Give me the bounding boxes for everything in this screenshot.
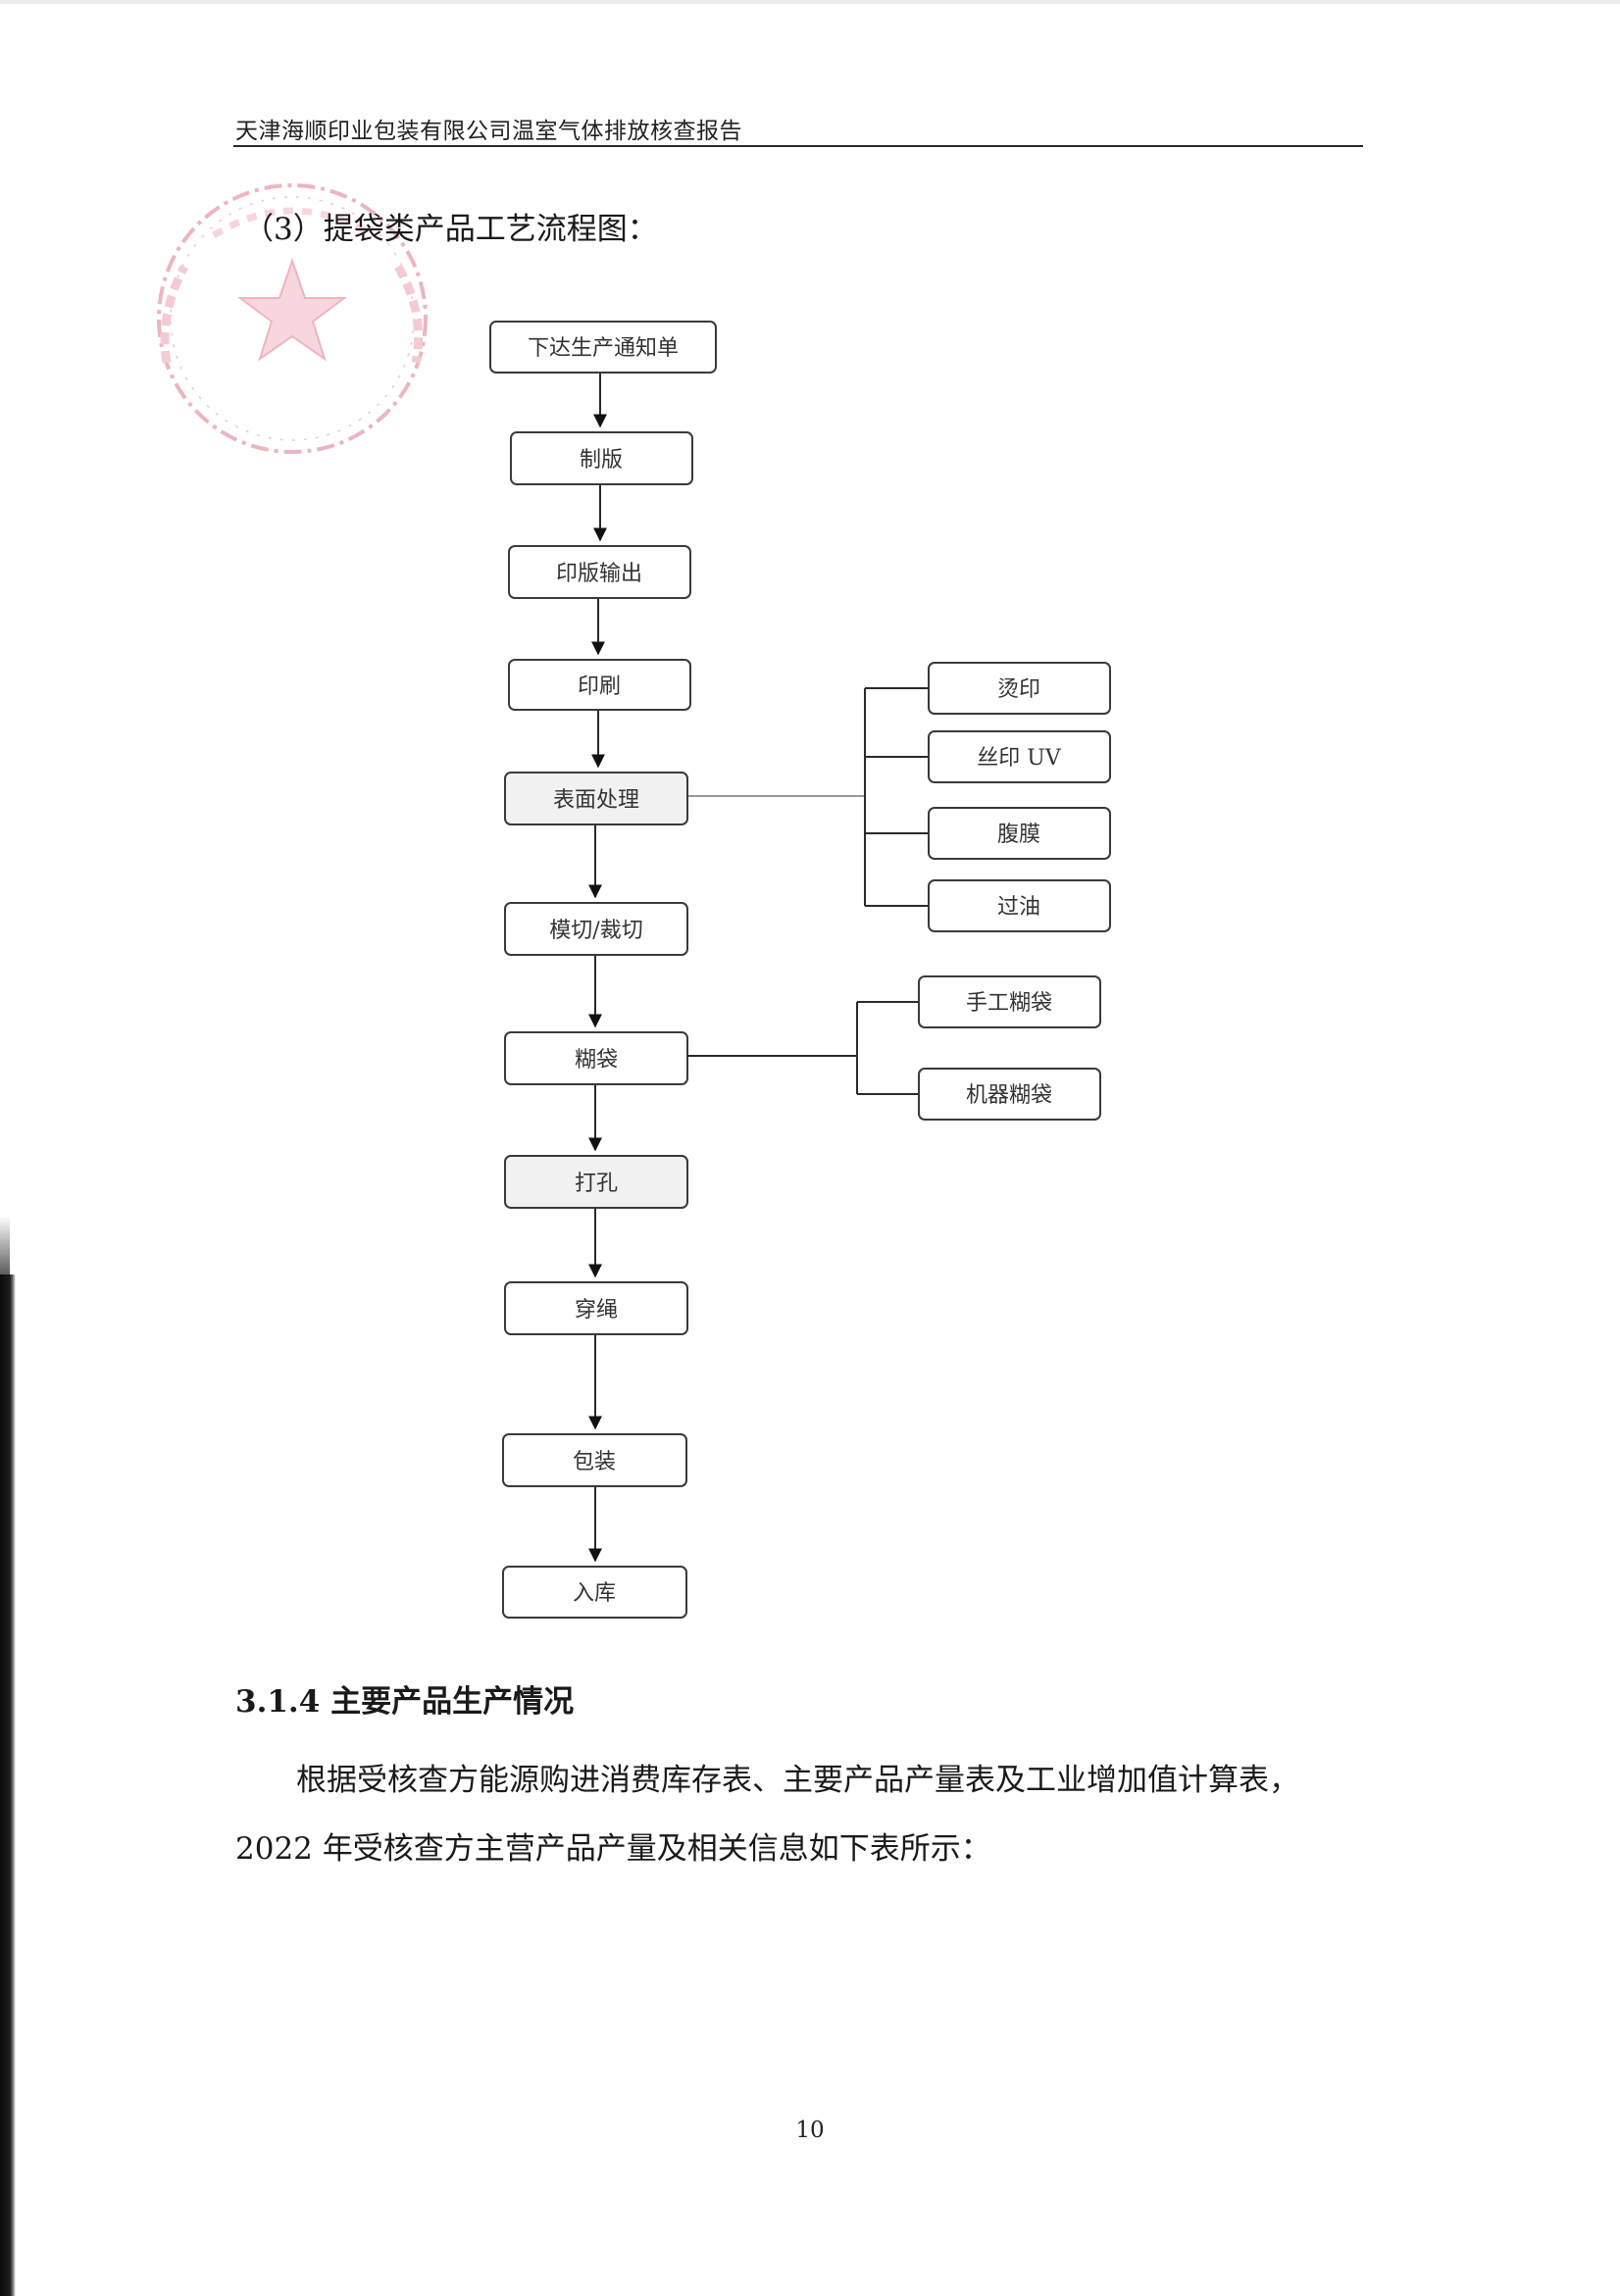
step-warehousing: 入库	[502, 1566, 687, 1619]
step-bag-gluing: 糊袋	[504, 1031, 688, 1085]
option-machine-gluing: 机器糊袋	[918, 1068, 1101, 1121]
step-label: 入库	[573, 1581, 616, 1606]
step-label: 打孔	[575, 1172, 618, 1196]
step-label: 穿绳	[575, 1298, 618, 1323]
option-manual-gluing: 手工糊袋	[918, 975, 1101, 1028]
step-label: 糊袋	[575, 1048, 618, 1073]
option-laminating: 腹膜	[928, 807, 1111, 860]
option-label: 手工糊袋	[966, 991, 1052, 1016]
step-label: 模切/裁切	[549, 919, 642, 943]
step-label: 印版输出	[556, 562, 642, 586]
step-punching: 打孔	[504, 1155, 688, 1209]
step-label: 下达生产通知单	[528, 336, 679, 361]
step-label: 包装	[573, 1450, 616, 1474]
company-seal-icon	[157, 183, 428, 454]
body-paragraph-line-2: 2022 年受核查方主营产品产量及相关信息如下表所示：	[235, 1831, 991, 1867]
option-label: 机器糊袋	[966, 1083, 1052, 1108]
option-hot-stamping: 烫印	[928, 662, 1111, 715]
report-header-title: 天津海顺印业包装有限公司温室气体排放核查报告	[235, 119, 742, 144]
step-plate-output: 印版输出	[508, 545, 691, 599]
step-packing: 包装	[502, 1433, 687, 1487]
scan-top-edge	[0, 0, 1620, 4]
step-printing: 印刷	[508, 659, 691, 711]
body-paragraph-line-1: 根据受核查方能源购进消费库存表、主要产品产量表及工业增加值计算表，	[296, 1763, 1299, 1798]
scan-binding-edge	[0, 1274, 16, 2296]
option-varnishing: 过油	[928, 879, 1111, 932]
step-label: 制版	[580, 448, 623, 473]
step-surface-treatment: 表面处理	[504, 772, 688, 825]
step-die-cutting: 模切/裁切	[504, 902, 688, 956]
header-rule	[233, 145, 1363, 147]
step-label: 表面处理	[553, 788, 639, 813]
step-plate-making: 制版	[510, 431, 693, 485]
step-label: 印刷	[578, 674, 621, 699]
section-heading-3-1-4: 3.1.4 主要产品生产情况	[235, 1684, 575, 1720]
option-silk-uv: 丝印 UV	[928, 730, 1111, 783]
option-label: 丝印 UV	[977, 746, 1062, 771]
scan-edge-fade	[0, 1216, 10, 1294]
flowchart-caption: （3）提袋类产品工艺流程图：	[243, 212, 658, 247]
page-number: 10	[795, 2118, 825, 2143]
step-roping: 穿绳	[504, 1281, 688, 1335]
option-label: 腹膜	[997, 823, 1040, 847]
option-label: 过油	[997, 895, 1040, 920]
step-issue-order: 下达生产通知单	[489, 321, 717, 374]
option-label: 烫印	[997, 677, 1040, 702]
